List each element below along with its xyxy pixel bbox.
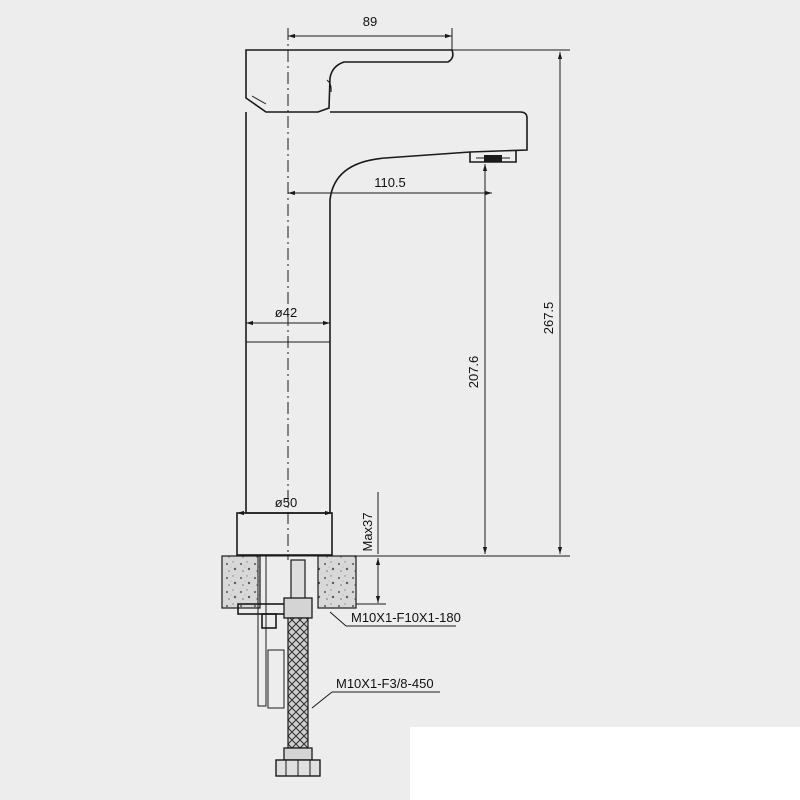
dimension-base-diameter: ø50: [237, 495, 332, 516]
dim-label-110-5: 110.5: [374, 175, 406, 190]
dim-label-d42: ø42: [275, 305, 297, 320]
dimension-handle-width: 89: [288, 14, 453, 50]
countertop-section: [221, 555, 570, 609]
leader-short-hose: M10X1-F10X1-180: [329, 610, 461, 627]
white-corner-patch: [410, 727, 800, 800]
faucet-handle: [245, 49, 454, 113]
dimension-spout-height: 207.6: [466, 161, 500, 554]
dimension-total-height: 267.5: [452, 49, 570, 554]
dimension-max-counter: Max37: [360, 492, 381, 603]
dimension-body-diameter: ø42: [246, 305, 330, 326]
faucet-base: [236, 512, 333, 556]
label-short-hose: M10X1-F10X1-180: [351, 610, 461, 625]
dim-label-d50: ø50: [275, 495, 297, 510]
hose-fitting: [275, 747, 321, 777]
dim-label-267-5: 267.5: [541, 302, 556, 335]
label-long-hose: M10X1-F3/8-450: [336, 676, 434, 691]
dim-label-207-6: 207.6: [466, 356, 481, 389]
short-hose: [283, 559, 313, 749]
dimension-spout-reach: 110.5: [288, 175, 492, 196]
dim-label-max37: Max37: [360, 512, 375, 551]
dim-label-89: 89: [363, 14, 377, 29]
leader-long-hose: M10X1-F3/8-450: [311, 676, 440, 709]
